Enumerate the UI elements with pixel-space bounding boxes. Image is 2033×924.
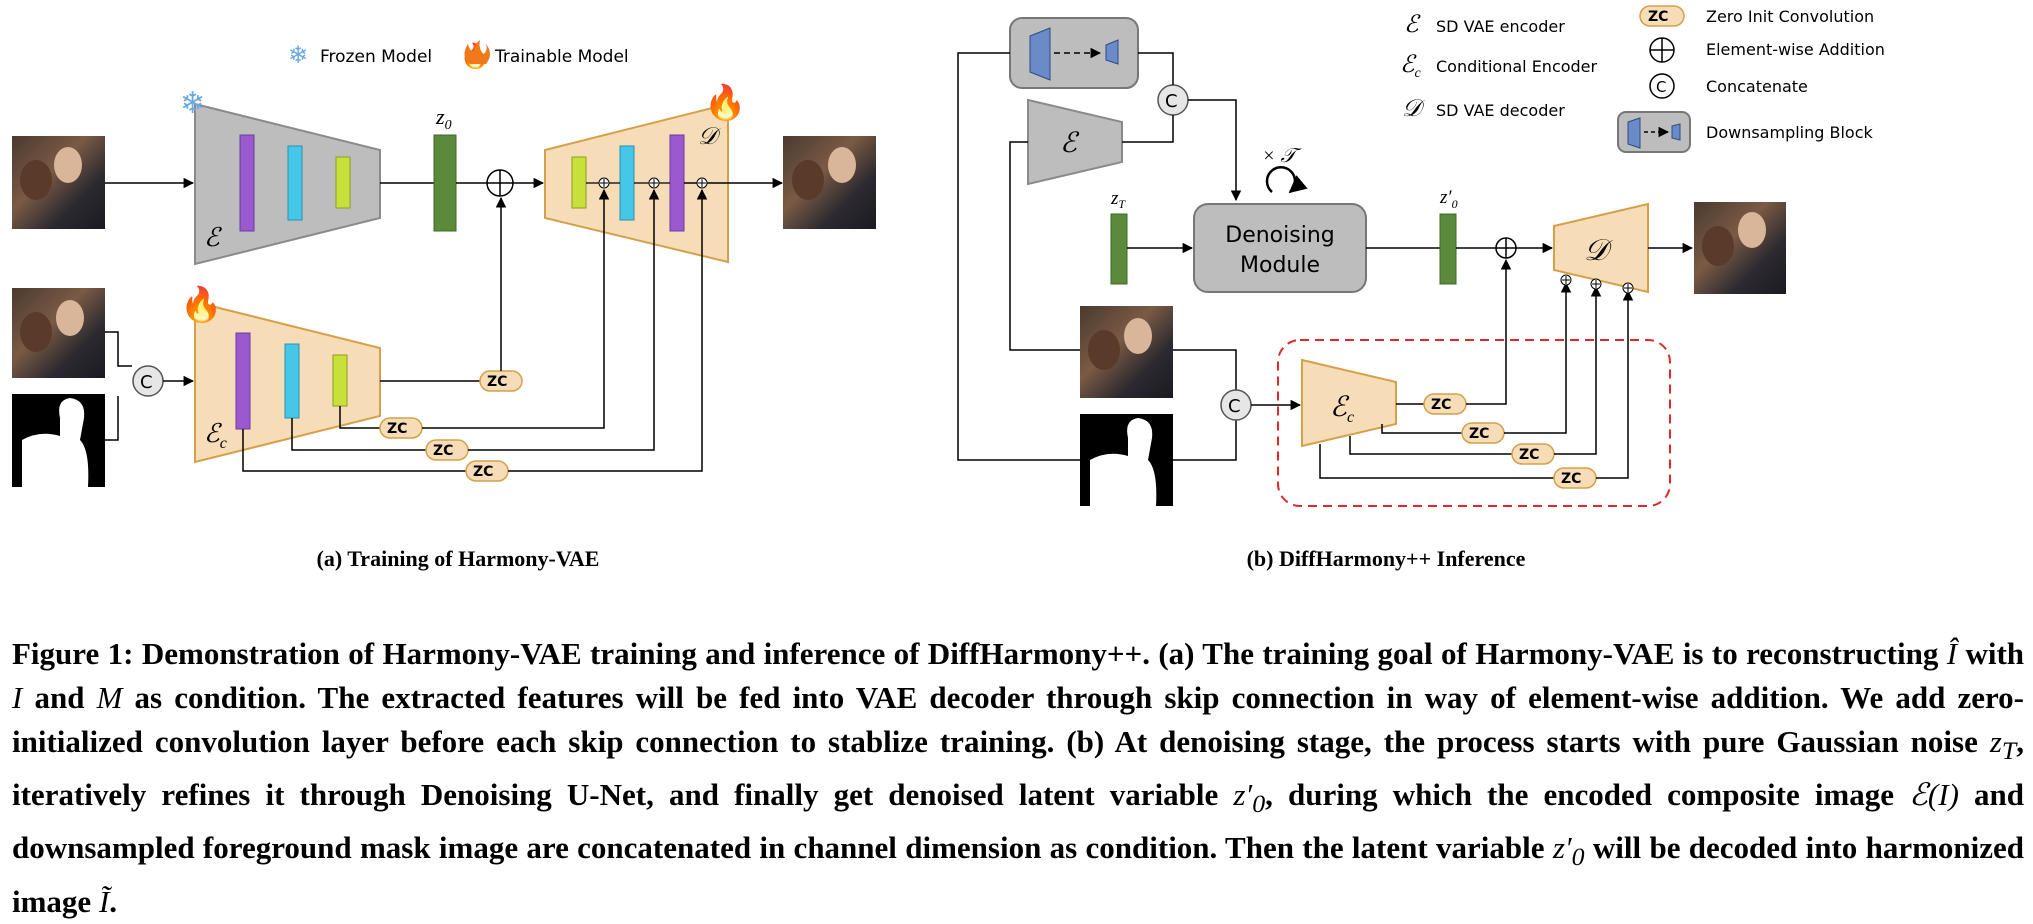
denoising-module	[1193, 203, 1367, 293]
svg-text:C: C	[1165, 91, 1178, 112]
snowflake-icon: ❄	[288, 41, 308, 69]
photo-face	[20, 160, 52, 200]
latent-zT	[1110, 213, 1128, 285]
flame-icon: 🔥	[704, 83, 746, 123]
vae-encoder-b	[1027, 98, 1123, 186]
svg-text:ZC: ZC	[1469, 426, 1489, 442]
svg-text:SD VAE encoder: SD VAE encoder	[1436, 17, 1565, 36]
latent-z0	[433, 134, 457, 232]
svg-text:C: C	[140, 372, 153, 393]
z0-label: z0	[435, 104, 452, 133]
svg-text:ℰc: ℰc	[1330, 392, 1354, 426]
architecture-figure: ❄ Frozen Model 🔥 Trainable Model ❄ ℰ z0 …	[12, 5, 1885, 571]
loop-arrow-icon	[1265, 166, 1308, 194]
legend-frozen-label: Frozen Model	[320, 47, 432, 67]
svg-text:SD VAE decoder: SD VAE decoder	[1436, 101, 1565, 120]
zc-legend-icon	[1639, 5, 1685, 27]
svg-text:ℰc: ℰc	[1400, 52, 1422, 81]
mask-silhouette	[22, 398, 89, 487]
cond-encoder-symbol: ℰc	[204, 419, 227, 452]
svg-text:𝒟: 𝒟	[1402, 96, 1426, 122]
figure-caption: Figure 1: Demonstration of Harmony-VAE t…	[12, 636, 2025, 919]
svg-text:Denoising: Denoising	[1225, 223, 1334, 248]
svg-text:Module: Module	[1240, 253, 1320, 278]
svg-text:ℰ: ℰ	[1060, 128, 1080, 159]
z0prime-label: z′0	[1439, 187, 1458, 211]
legend-right: ℰ SD VAE encoder ℰc Conditional Encoder …	[1400, 5, 1885, 153]
svg-text:ZC: ZC	[1648, 9, 1668, 25]
svg-text:ZC: ZC	[1561, 471, 1581, 487]
svg-text:ZC: ZC	[1519, 447, 1539, 463]
svg-text:C: C	[1228, 396, 1241, 417]
svg-text:ZC: ZC	[433, 443, 453, 459]
flame-icon: 🔥	[180, 285, 222, 325]
conditional-encoder-b	[1301, 358, 1397, 448]
svg-text:ℰ: ℰ	[1404, 12, 1421, 38]
snowflake-icon: ❄	[180, 86, 205, 121]
vae-decoder-b	[1553, 202, 1649, 294]
zT-label: zT	[1110, 188, 1126, 211]
svg-text:Element-wise Addition: Element-wise Addition	[1706, 40, 1885, 59]
panel-b-title: (b) DiffHarmony++ Inference	[1247, 546, 1526, 571]
concat-legend-icon	[1649, 73, 1675, 99]
svg-text:Concatenate: Concatenate	[1706, 77, 1808, 96]
caption-label: Figure 1:	[12, 636, 134, 671]
svg-text:ZC: ZC	[473, 464, 493, 480]
flame-icon-shape	[464, 40, 490, 64]
svg-text:Conditional Encoder: Conditional Encoder	[1436, 57, 1598, 76]
latent-z0prime	[1439, 213, 1457, 285]
svg-text:ZC: ZC	[487, 374, 507, 390]
svg-text:Downsampling Block: Downsampling Block	[1706, 123, 1874, 142]
svg-text:ZC: ZC	[1431, 397, 1451, 413]
harmony-vae-region	[1277, 339, 1671, 507]
svg-text:C: C	[1656, 78, 1666, 96]
iteration-label: × 𝒯	[1262, 145, 1302, 167]
svg-text:Zero Init Convolution: Zero Init Convolution	[1706, 7, 1874, 26]
legend-frozen: ❄ Frozen Model	[288, 41, 432, 69]
encoder-symbol: ℰ	[204, 223, 222, 252]
photo-face	[54, 147, 82, 183]
legend-trainable: 🔥 Trainable Model	[460, 40, 629, 70]
svg-text:ZC: ZC	[387, 421, 407, 437]
legend-trainable-label: Trainable Model	[494, 47, 629, 67]
panel-a-title: (a) Training of Harmony-VAE	[317, 546, 600, 571]
